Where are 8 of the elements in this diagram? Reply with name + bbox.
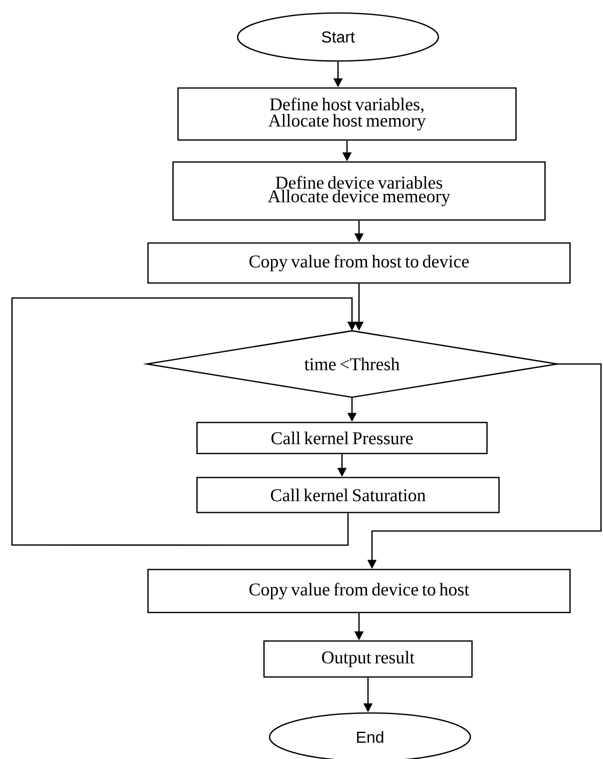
process-box: Copy value from device to host: [147, 568, 571, 614]
process-box: Define device variables Allocate device memeory: [172, 161, 546, 221]
process-box: Define host variables, Allocate host memory: [177, 87, 517, 141]
process-box: Copy value from host to device: [147, 242, 571, 284]
arrow: [11, 297, 357, 546]
process-box: Call kernel Pressure: [196, 422, 488, 454]
process-box: Output result: [263, 640, 473, 678]
process-box: Call kernel Saturation: [196, 476, 500, 514]
